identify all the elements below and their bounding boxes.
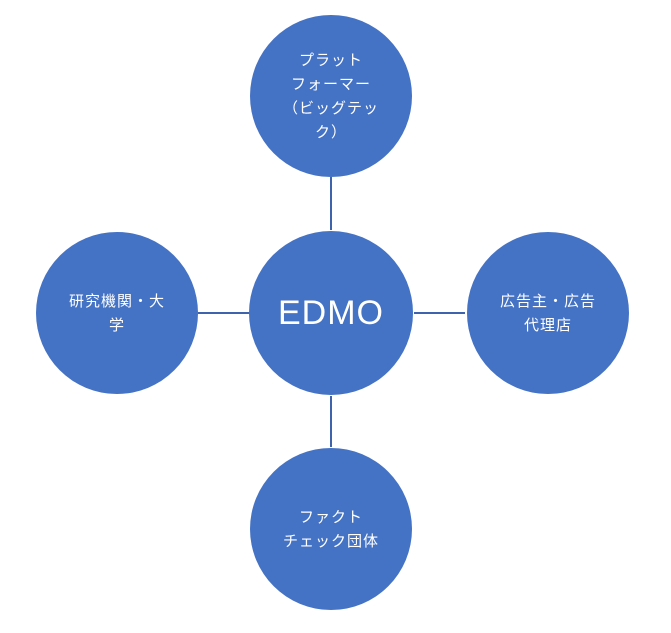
node-right-label: 広告主・広告 代理店 — [499, 292, 597, 334]
node-right-circle — [467, 232, 629, 394]
node-bottom-circle — [250, 448, 412, 610]
node-left-label: 研究機関・大 学 — [68, 292, 166, 334]
center-node-label: EDMO — [278, 294, 384, 332]
node-top-label: プラット フォーマー （ビッグテッ ク） — [282, 51, 380, 141]
center-node-circle — [249, 231, 413, 395]
node-top-circle — [250, 15, 412, 177]
node-left-circle — [36, 232, 198, 394]
node-bottom-label: ファクト チェック団体 — [282, 508, 380, 550]
